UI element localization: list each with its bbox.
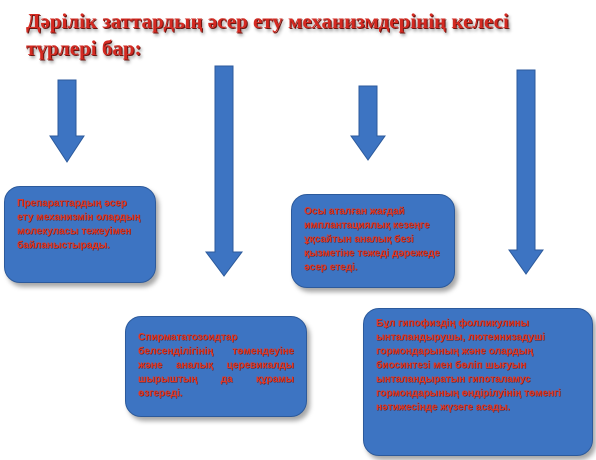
arrow-3-down-icon (350, 85, 386, 162)
mechanism-box-1-text: Препараттардың әсер ету механизмін олард… (17, 198, 141, 251)
mechanism-box-1: Препараттардың әсер ету механизмін олард… (4, 186, 156, 283)
mechanism-box-4: Бұл гипофиздің фолликулины ынталандырушы… (363, 308, 593, 456)
mechanism-box-3-text: Осы аталған жағдай имплантациялық кезеңг… (304, 206, 440, 273)
arrow-4-down-icon (508, 69, 544, 276)
mechanism-box-2: Спирмататозоидтар белсенділігінің төменд… (125, 316, 307, 417)
mechanism-box-3: Осы аталған жағдай имплантациялық кезеңг… (291, 194, 455, 288)
diagram-title: Дәрілік заттардың әсер ету механизмдерін… (26, 9, 509, 60)
arrow-1-down-icon (49, 79, 85, 164)
arrow-2-down-icon (205, 65, 243, 278)
mechanism-box-4-text: Бұл гипофиздің фолликулины ынталандырушы… (376, 318, 561, 413)
mechanism-box-2-text: Спирмататозоидтар белсенділігінің төменд… (138, 332, 294, 399)
